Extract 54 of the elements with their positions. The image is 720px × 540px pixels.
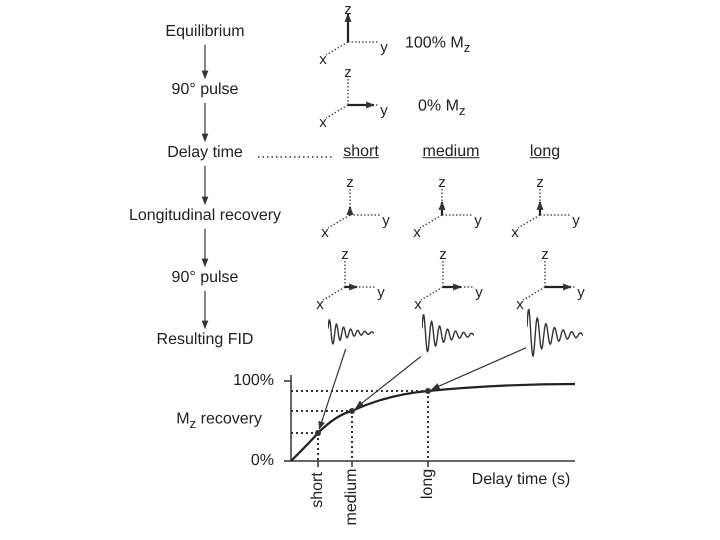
arrow [202,166,208,206]
axis-label: y [377,284,385,302]
arrow [202,44,208,80]
delay-tick-label: medium [343,468,361,526]
arrow [202,228,208,268]
leader-line [318,348,346,430]
axis-label: z [346,174,354,192]
axis-title: M$_{z}$ recovery [176,410,262,432]
magnetization-label: 0% M$_{z}$ [418,98,466,118]
arrow [202,102,208,142]
leader-line [431,347,526,390]
axis-label: y [572,212,580,230]
axis-label: x [319,114,327,132]
axis-label: x [316,296,324,314]
step-label: Resulting FID [156,331,254,349]
step-label: Delay time [167,144,243,162]
leader-line [355,356,422,408]
axis-label: x [511,224,519,242]
step-label: 90° pulse [172,81,238,99]
axis-label: y [475,284,483,302]
axis-label: x [321,224,329,242]
axis-label: x [516,296,524,314]
axis-label: x [414,296,422,314]
axis-label: y [382,212,390,230]
axis-label: z [439,246,447,264]
axis-label: x [319,52,327,68]
step-label: 90° pulse [172,269,238,287]
magnetization-label: 100% M$_{z}$ [405,34,470,56]
step-label: Longitudinal recovery [128,207,282,225]
axis-label: z [438,174,446,192]
picture [328,318,374,348]
delay-tick-label: long [419,468,437,500]
axis-label: y [474,212,482,230]
axis-label: z [541,246,549,264]
tick-label: 100% [233,372,274,390]
delay-heading: long [530,143,560,161]
axis-label: z [536,174,544,192]
data-point [349,408,355,414]
data-point [315,430,321,436]
axis-label: z [344,64,352,82]
axis-label: z [344,2,352,18]
step-label: Equilibrium [165,23,245,41]
data-point [425,388,431,394]
tick-label: 0% [250,452,274,470]
axis-label: x [413,224,421,242]
axis-label: y [380,102,388,120]
delay-heading: short [343,143,379,161]
arrow [202,290,208,330]
axis-label: z [341,246,349,264]
axis-title: Delay time (s) [472,471,570,489]
delay-tick-label: short [309,472,327,508]
delay-heading: medium [422,143,480,161]
axis-label: y [577,284,585,302]
axis-label: y [380,40,388,56]
